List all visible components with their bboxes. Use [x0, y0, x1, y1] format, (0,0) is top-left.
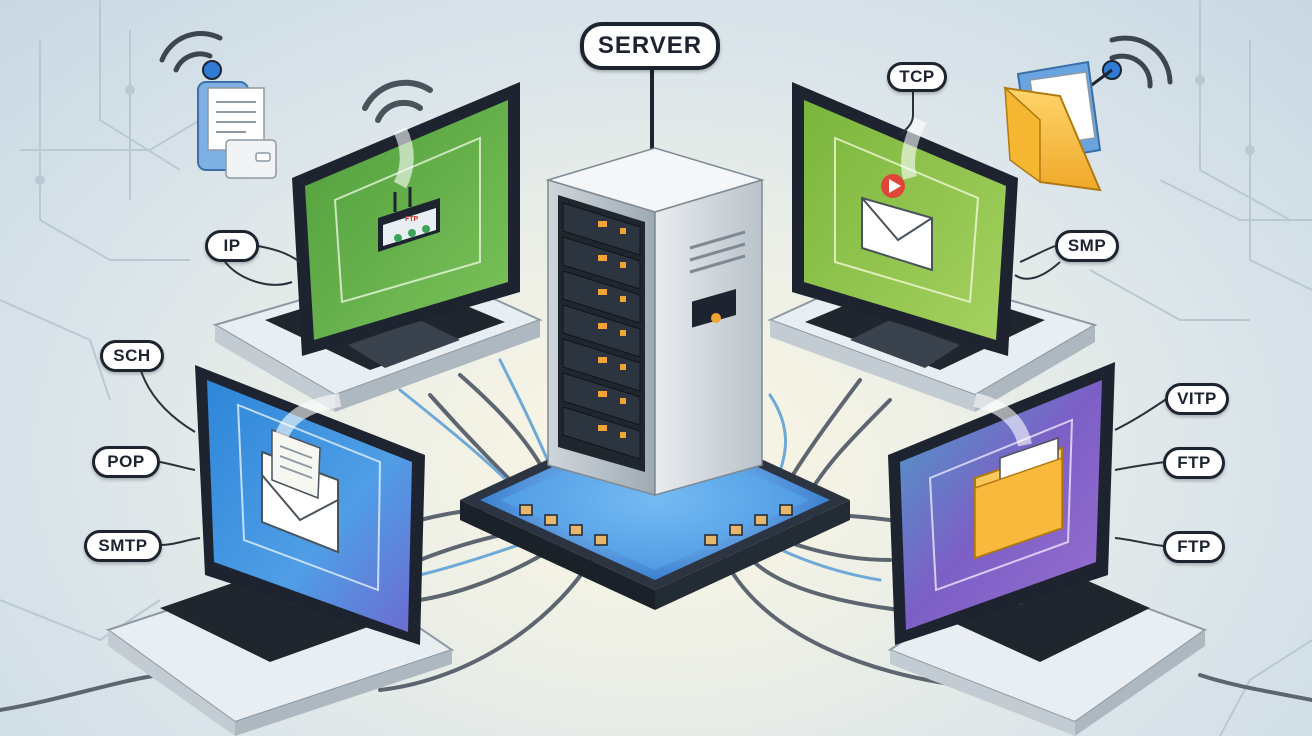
computer-top-left: FTP: [212, 79, 543, 412]
protocol-label-tcp: TCP: [887, 62, 947, 92]
protocol-label-sch: SCH: [100, 340, 164, 372]
computer-bottom-right: [887, 362, 1208, 736]
play-icon: [881, 174, 905, 198]
wifi-icon: [159, 31, 223, 73]
router-ftp-badge: FTP: [405, 216, 419, 223]
server-tower: [545, 70, 765, 496]
document-envelope-icon: [261, 428, 339, 554]
wifi-icon: [362, 79, 433, 123]
computer-bottom-left: [105, 365, 455, 736]
server-label: SERVER: [580, 22, 720, 70]
protocol-label-ftp-upper: FTP: [1163, 447, 1225, 479]
protocol-label-ftp-lower: FTP: [1163, 531, 1225, 563]
protocol-label-smtp: SMTP: [84, 530, 162, 562]
computer-top-right: [767, 82, 1098, 412]
floating-document-icon: [159, 31, 277, 179]
wifi-icon: [1109, 35, 1173, 89]
protocol-label-vitp: VITP: [1165, 383, 1229, 415]
switch-ports: [519, 504, 793, 546]
label-connectors: [139, 90, 1169, 547]
router-icon: FTP: [378, 187, 440, 252]
envelope-icon: [861, 196, 933, 272]
protocol-label-smp: SMP: [1055, 230, 1119, 262]
folder-icon: [974, 436, 1063, 560]
protocol-label-pop: POP: [92, 446, 160, 478]
server-drive-bays: [562, 202, 641, 460]
protocol-label-ip: IP: [205, 230, 259, 262]
floating-folder-icon: [1003, 35, 1173, 192]
